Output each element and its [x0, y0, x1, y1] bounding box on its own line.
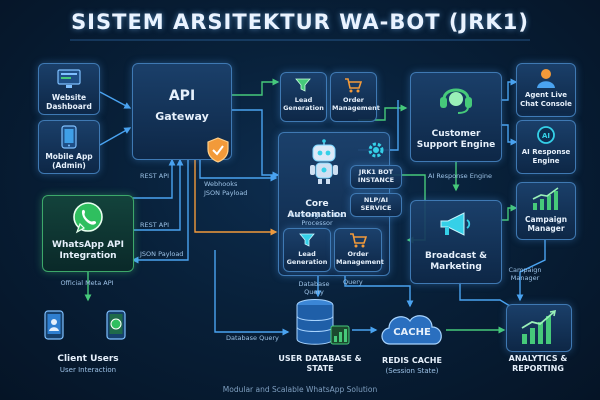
whatsapp-phone-icon — [106, 310, 126, 340]
whatsapp-icon — [73, 202, 103, 234]
edge-label-database-query-top: Database Query — [298, 280, 330, 296]
shield-icon — [207, 137, 229, 163]
headset-icon — [440, 88, 472, 114]
edge-mobile-gateway — [99, 127, 132, 146]
redis-cache-label: REDIS CACHE — [382, 356, 442, 365]
edge-broadcast-campaign — [500, 204, 518, 221]
user-database-label: USER DATABASE & STATE — [278, 354, 362, 373]
client-users-label: Client Users — [57, 354, 119, 364]
lead-generation-top-node: Lead Generation — [280, 72, 327, 122]
lead-generation-bottom-node: Lead Generation — [283, 228, 331, 272]
api-gateway-label-2: Gateway — [155, 110, 209, 123]
jrk1-bot-instance-node: JRK1 BOT INSTANCE — [350, 165, 402, 189]
edge-rest-api-2 — [133, 158, 184, 231]
edge-support-ai — [500, 124, 518, 146]
cart-icon — [350, 233, 367, 248]
edge-campaign-analytics — [516, 240, 546, 302]
customer-support-label: Customer Support Engine — [416, 129, 496, 150]
growth-chart-icon — [532, 187, 559, 210]
ai-response-engine-label: AI Response Engine — [521, 148, 571, 165]
customer-support-node: Customer Support Engine — [410, 72, 502, 162]
whatsapp-api-label: WhatsApp API Integration — [52, 240, 124, 261]
agent-icon — [537, 69, 555, 88]
order-management-top-node: Order Management — [330, 72, 380, 122]
edge-label-query: Query — [343, 278, 363, 286]
mobile-app-label: Mobile App (Admin) — [45, 152, 93, 170]
phone-icon — [61, 125, 77, 149]
edge-label-ai-response-engine: AI Response Engine — [428, 172, 492, 180]
core-automation-label: Core Automation — [287, 199, 347, 220]
phone-icon — [44, 310, 64, 340]
monitor-icon — [57, 69, 81, 88]
website-dashboard-label: Website Dashboard — [46, 93, 92, 111]
agent-live-chat-label: Agent Live Chat Console — [520, 91, 572, 108]
campaign-manager-node: Campaign Manager — [516, 182, 576, 240]
official-meta-api-label: Official Meta API — [60, 279, 114, 287]
analytics-icon — [521, 310, 557, 344]
nlp-ai-service-node: NLP/AI SERVICE — [350, 193, 402, 217]
edge-db-query-bottom — [214, 250, 290, 336]
agent-live-chat-node: Agent Live Chat Console — [516, 63, 576, 117]
broadcast-marketing-node: Broadcast & Marketing — [410, 200, 502, 284]
edge-broadcast-analytics — [459, 282, 511, 307]
jrk1-bot-instance-label: JRK1 BOT INSTANCE — [357, 168, 395, 184]
broadcast-marketing-label: Broadcast & Marketing — [424, 251, 488, 272]
website-dashboard-node: Website Dashboard — [38, 63, 100, 115]
order-management-bottom-label: Order Management — [336, 250, 384, 266]
cart-icon — [345, 78, 362, 93]
edge-rest-api-1 — [133, 158, 176, 199]
funnel-icon — [299, 233, 315, 247]
whatsapp-api-node: WhatsApp API Integration — [42, 195, 134, 272]
edge-gateway-core — [232, 109, 280, 179]
edge-json-payload — [131, 160, 189, 264]
edge-label-rest-api-1: REST API — [140, 172, 170, 180]
lead-generation-top-label: Lead Generation — [283, 96, 324, 112]
order-management-top-label: Order Management — [332, 96, 380, 112]
edge-support-agent — [500, 78, 518, 101]
svg-text:AI: AI — [542, 132, 550, 140]
analytics-node — [506, 304, 572, 352]
ai-response-engine-node: AI AI Response Engine — [516, 120, 576, 174]
robot-icon — [310, 139, 338, 184]
edge-label-json-payload: JSON Payload — [140, 250, 184, 258]
edge-label-webhooks-json: JSON Payload — [204, 189, 248, 197]
nlp-ai-service-label: NLP/AI SERVICE — [360, 196, 392, 212]
edge-label-rest-api-2: REST API — [140, 221, 170, 229]
edge-gateway-lead — [232, 78, 280, 96]
diagram-title: SISTEM ARSITEKTUR WA-BOT (JRK1) — [71, 10, 529, 34]
api-gateway-label-1: API — [168, 88, 196, 104]
gear-icon — [368, 142, 384, 158]
lead-generation-bottom-label: Lead Generation — [286, 250, 328, 266]
order-management-bottom-node: Order Management — [334, 228, 384, 272]
edge-label-campaign-manager: Campaign Manager — [508, 266, 542, 282]
analytics-reporting-label: ANALYTICS & REPORTING — [508, 354, 568, 373]
edge-website-gateway — [99, 91, 132, 109]
core-automation-sub: Core Logic & Bot Processor — [289, 211, 345, 227]
user-interaction-label: User Interaction — [59, 366, 117, 374]
megaphone-icon — [440, 212, 471, 236]
cloud-icon — [381, 315, 442, 345]
footer-caption: Modular and Scalable WhatsApp Solution — [222, 385, 378, 394]
mobile-app-node: Mobile App (Admin) — [38, 120, 100, 174]
cache-label: CACHE — [393, 327, 431, 338]
funnel-icon — [295, 78, 311, 92]
ai-chip-icon: AI — [537, 126, 555, 144]
edge-label-webhooks: Webhooks — [204, 180, 238, 188]
edge-label-database-query-bottom: Database Query — [226, 334, 279, 342]
edge-webhooks — [199, 160, 278, 182]
edge-orange-core — [194, 160, 278, 236]
campaign-manager-label: Campaign Manager — [524, 215, 568, 233]
database-icon — [296, 299, 350, 345]
edge-query — [344, 275, 414, 308]
session-state-label: (Session State) — [385, 367, 439, 375]
